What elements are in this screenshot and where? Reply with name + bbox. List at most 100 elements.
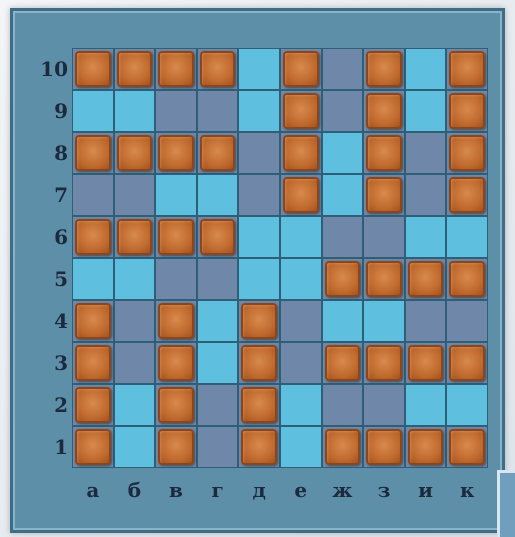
- water-cell-light-д9[interactable]: [238, 90, 280, 132]
- ship-cell-и1[interactable]: [405, 426, 447, 468]
- water-cell-light-ж8[interactable]: [322, 132, 364, 174]
- ship-cell-д1[interactable]: [238, 426, 280, 468]
- ship-cell-в3[interactable]: [155, 342, 197, 384]
- ship-cell-з8[interactable]: [363, 132, 405, 174]
- water-cell-light-д5[interactable]: [238, 258, 280, 300]
- ship-cell-а6[interactable]: [72, 216, 114, 258]
- water-cell-dark-е4[interactable]: [280, 300, 322, 342]
- water-cell-dark-в5[interactable]: [155, 258, 197, 300]
- water-cell-dark-и8[interactable]: [405, 132, 447, 174]
- ship-cell-д3[interactable]: [238, 342, 280, 384]
- water-cell-dark-и4[interactable]: [405, 300, 447, 342]
- water-cell-dark-г5[interactable]: [197, 258, 239, 300]
- water-cell-light-г7[interactable]: [197, 174, 239, 216]
- ship-cell-к7[interactable]: [446, 174, 488, 216]
- ship-cell-з5[interactable]: [363, 258, 405, 300]
- water-cell-light-к2[interactable]: [446, 384, 488, 426]
- water-cell-dark-и7[interactable]: [405, 174, 447, 216]
- ship-cell-а4[interactable]: [72, 300, 114, 342]
- water-cell-light-е6[interactable]: [280, 216, 322, 258]
- ship-cell-к8[interactable]: [446, 132, 488, 174]
- ship-cell-к9[interactable]: [446, 90, 488, 132]
- ship-cell-а8[interactable]: [72, 132, 114, 174]
- ship-cell-г8[interactable]: [197, 132, 239, 174]
- ship-cell-в6[interactable]: [155, 216, 197, 258]
- ship-cell-б8[interactable]: [114, 132, 156, 174]
- ship-cell-д4[interactable]: [238, 300, 280, 342]
- water-cell-light-б2[interactable]: [114, 384, 156, 426]
- water-cell-dark-к4[interactable]: [446, 300, 488, 342]
- ship-cell-в8[interactable]: [155, 132, 197, 174]
- ship-cell-е7[interactable]: [280, 174, 322, 216]
- ship-cell-в10[interactable]: [155, 48, 197, 90]
- water-cell-light-е1[interactable]: [280, 426, 322, 468]
- ship-cell-е9[interactable]: [280, 90, 322, 132]
- water-cell-dark-б4[interactable]: [114, 300, 156, 342]
- water-cell-dark-г1[interactable]: [197, 426, 239, 468]
- water-cell-dark-г2[interactable]: [197, 384, 239, 426]
- water-cell-light-в7[interactable]: [155, 174, 197, 216]
- water-cell-light-и6[interactable]: [405, 216, 447, 258]
- ship-cell-з9[interactable]: [363, 90, 405, 132]
- ship-cell-к5[interactable]: [446, 258, 488, 300]
- water-cell-dark-д8[interactable]: [238, 132, 280, 174]
- water-cell-light-и2[interactable]: [405, 384, 447, 426]
- ship-cell-з3[interactable]: [363, 342, 405, 384]
- water-cell-dark-ж10[interactable]: [322, 48, 364, 90]
- water-cell-dark-з2[interactable]: [363, 384, 405, 426]
- water-cell-light-б5[interactable]: [114, 258, 156, 300]
- water-cell-light-е2[interactable]: [280, 384, 322, 426]
- ship-cell-а3[interactable]: [72, 342, 114, 384]
- ship-cell-г6[interactable]: [197, 216, 239, 258]
- water-cell-light-б9[interactable]: [114, 90, 156, 132]
- ship-cell-б10[interactable]: [114, 48, 156, 90]
- ship-cell-к3[interactable]: [446, 342, 488, 384]
- ship-cell-д2[interactable]: [238, 384, 280, 426]
- ship-cell-ж5[interactable]: [322, 258, 364, 300]
- water-cell-dark-г9[interactable]: [197, 90, 239, 132]
- water-cell-light-б1[interactable]: [114, 426, 156, 468]
- water-cell-light-г3[interactable]: [197, 342, 239, 384]
- water-cell-light-ж4[interactable]: [322, 300, 364, 342]
- ship-cell-е10[interactable]: [280, 48, 322, 90]
- water-cell-dark-в9[interactable]: [155, 90, 197, 132]
- ship-cell-а2[interactable]: [72, 384, 114, 426]
- ship-cell-в4[interactable]: [155, 300, 197, 342]
- water-cell-light-а5[interactable]: [72, 258, 114, 300]
- water-cell-light-к6[interactable]: [446, 216, 488, 258]
- ship-cell-з1[interactable]: [363, 426, 405, 468]
- ship-cell-а10[interactable]: [72, 48, 114, 90]
- ship-cell-к10[interactable]: [446, 48, 488, 90]
- water-cell-light-е5[interactable]: [280, 258, 322, 300]
- water-cell-dark-ж2[interactable]: [322, 384, 364, 426]
- water-cell-dark-е3[interactable]: [280, 342, 322, 384]
- ship-cell-и3[interactable]: [405, 342, 447, 384]
- ship-cell-е8[interactable]: [280, 132, 322, 174]
- ship-cell-з7[interactable]: [363, 174, 405, 216]
- ship-cell-г10[interactable]: [197, 48, 239, 90]
- ship-cell-б6[interactable]: [114, 216, 156, 258]
- water-cell-dark-ж9[interactable]: [322, 90, 364, 132]
- ship-cell-в1[interactable]: [155, 426, 197, 468]
- water-cell-dark-б7[interactable]: [114, 174, 156, 216]
- water-cell-light-и9[interactable]: [405, 90, 447, 132]
- ship-cell-з10[interactable]: [363, 48, 405, 90]
- ship-cell-и5[interactable]: [405, 258, 447, 300]
- water-cell-dark-а7[interactable]: [72, 174, 114, 216]
- ship-cell-ж1[interactable]: [322, 426, 364, 468]
- water-cell-dark-д7[interactable]: [238, 174, 280, 216]
- water-cell-light-и10[interactable]: [405, 48, 447, 90]
- water-cell-light-а9[interactable]: [72, 90, 114, 132]
- water-cell-dark-з6[interactable]: [363, 216, 405, 258]
- water-cell-light-з4[interactable]: [363, 300, 405, 342]
- ship-cell-к1[interactable]: [446, 426, 488, 468]
- water-cell-dark-б3[interactable]: [114, 342, 156, 384]
- water-cell-light-г4[interactable]: [197, 300, 239, 342]
- water-cell-light-д6[interactable]: [238, 216, 280, 258]
- water-cell-light-д10[interactable]: [238, 48, 280, 90]
- water-cell-light-ж7[interactable]: [322, 174, 364, 216]
- ship-cell-ж3[interactable]: [322, 342, 364, 384]
- ship-cell-а1[interactable]: [72, 426, 114, 468]
- water-cell-dark-ж6[interactable]: [322, 216, 364, 258]
- ship-cell-в2[interactable]: [155, 384, 197, 426]
